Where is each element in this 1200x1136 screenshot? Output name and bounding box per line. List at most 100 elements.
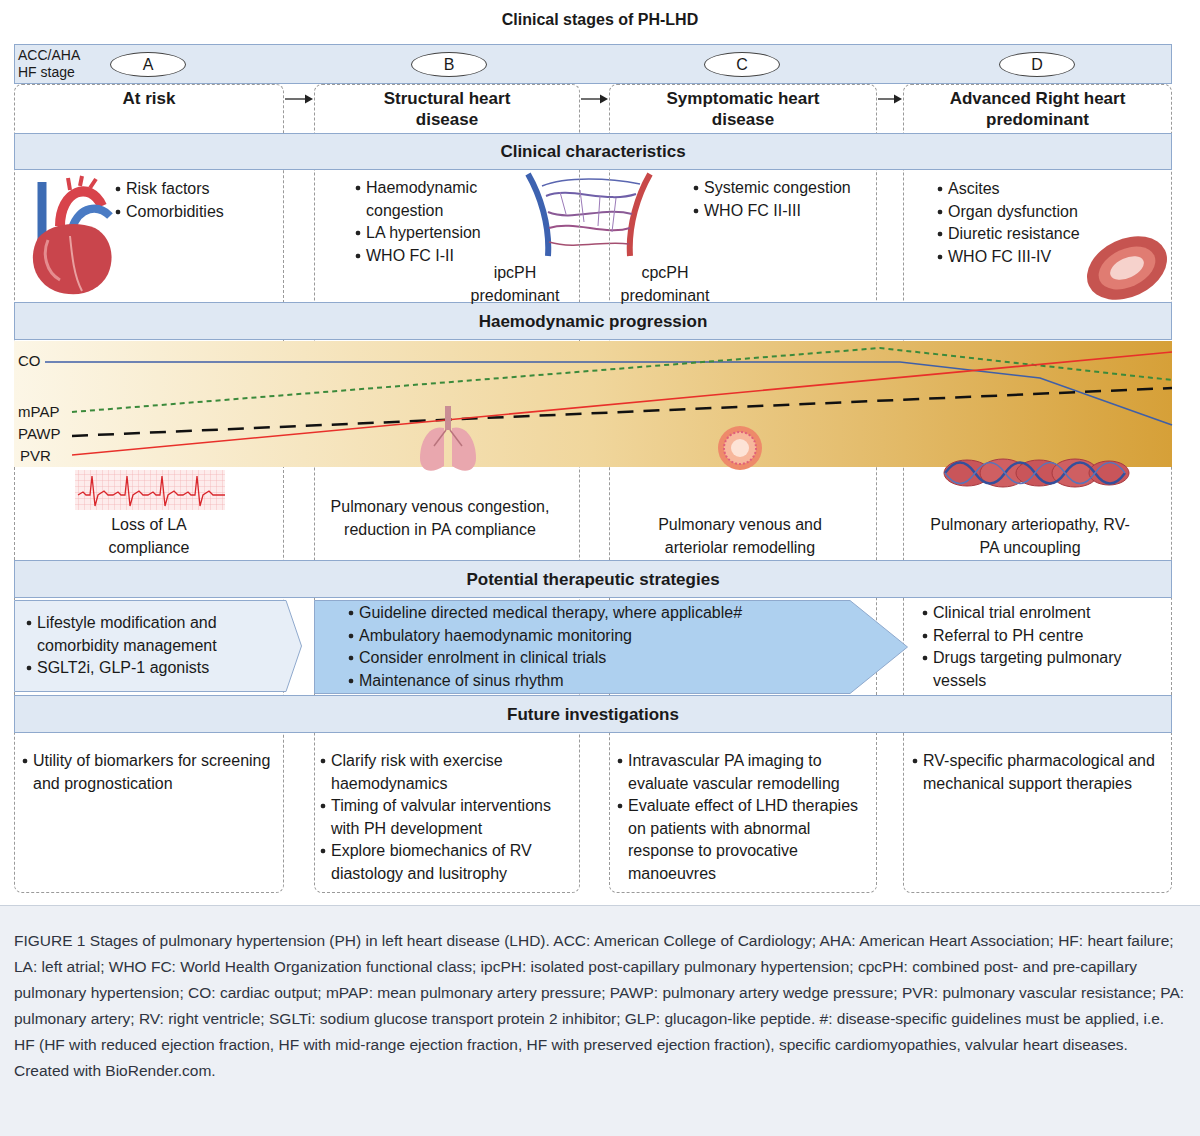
arrow-line <box>581 98 601 99</box>
ecg-strip-icon <box>75 470 225 510</box>
heart-illustration-part <box>33 224 112 294</box>
clinical-bullet: WHO FC II-III <box>693 200 873 223</box>
investigation-bullet: Explore biomechanics of RV diastology an… <box>320 840 576 885</box>
clinical-bullet: WHO FC III-IV <box>937 246 1137 269</box>
investigation-bullet: Evaluate effect of LHD therapies on pati… <box>617 795 873 885</box>
label-group: AscitesOrgan dysfunctionDiuretic resista… <box>937 178 1137 268</box>
label-group: Risk factorsComorbidities <box>115 178 280 223</box>
heart-illustration-part <box>70 236 82 291</box>
label-group: Clarify risk with exercise haemodynamics… <box>320 750 576 885</box>
graph-background-part <box>14 341 1172 467</box>
band-label: ACC/AHA HF stage <box>18 47 94 81</box>
capillary-illustration-part <box>528 174 548 256</box>
graph-curves <box>45 348 1172 455</box>
stage-letter: A <box>143 56 154 74</box>
label-group: ipcPH predominant <box>455 262 575 307</box>
investigation-bullet: RV-specific pharmacological and mechanic… <box>912 750 1168 795</box>
arrow-line <box>285 98 306 99</box>
stage-letter: B <box>444 56 455 74</box>
investigation-bullet: Clarify risk with exercise haemodynamics <box>320 750 576 795</box>
capillary-illustration-part <box>549 226 630 231</box>
phenotype-label: cpcPH predominant <box>605 262 725 307</box>
stage-letter: D <box>1031 56 1043 74</box>
stage-arrow <box>878 95 902 104</box>
ecg-strip-icon-part <box>75 470 225 510</box>
mechanism-caption: Pulmonary venous congestion, reduction i… <box>315 496 565 541</box>
section-title: Clinical characteristics <box>500 141 685 162</box>
label-group: mPAP <box>18 403 70 421</box>
label-group: cpcPH predominant <box>605 262 725 307</box>
therapy-arrow: Guideline directed medical therapy, wher… <box>314 600 908 694</box>
capillary-illustration-part <box>546 193 636 197</box>
stage-arrow <box>285 95 313 104</box>
label-group: CO <box>18 352 58 370</box>
therapy-bullet: Drugs targeting pulmonary vessels <box>922 647 1157 692</box>
arrow-head <box>305 95 313 104</box>
therapy-bullet: Lifestyle modification and comorbidity m… <box>26 612 280 657</box>
section-title: Potential therapeutic strategies <box>466 569 719 590</box>
graph-curves-part <box>72 348 1172 412</box>
stage-letter-ellipse: A <box>110 52 186 77</box>
label-group: Haemodynamic congestionLA hypertensionWH… <box>355 177 520 267</box>
vessel-ring-icon <box>718 426 762 470</box>
therapy-arrow: Lifestyle modification and comorbidity m… <box>14 600 302 692</box>
section-band: Future investigations <box>14 695 1172 733</box>
arteriopathy-icon-part <box>945 463 1125 484</box>
therapy-bullet: Ambulatory haemodynamic monitoring <box>348 625 844 648</box>
therapy-bullet: Clinical trial enrolment <box>922 602 1157 625</box>
arteriopathy-icon-part <box>945 463 1125 484</box>
graph-curves-part <box>72 352 1172 455</box>
label-group: Utility of biomarkers for screening and … <box>22 750 280 795</box>
stage-arrow <box>581 95 608 104</box>
graph-curves-part <box>45 362 1172 425</box>
stage-letter-ellipse: B <box>411 52 487 77</box>
clinical-bullet: Organ dysfunction <box>937 201 1137 224</box>
therapy-bullet: Consider enrolment in clinical trials <box>348 647 844 670</box>
investigation-bullet: Utility of biomarkers for screening and … <box>22 750 280 795</box>
clinical-bullet: Comorbidities <box>115 201 280 224</box>
clinical-bullet: Ascites <box>937 178 1137 201</box>
capillary-illustration-part <box>630 174 650 256</box>
lung-icon <box>420 406 476 471</box>
diagram-title: Clinical stages of PH-LHD <box>0 10 1200 30</box>
stage-title: Advanced Right heart predominant <box>918 88 1158 130</box>
label-group: Loss of LA compliance <box>84 514 214 559</box>
heart-illustration <box>33 176 112 294</box>
therapy-bullet: SGLT2i, GLP-1 agonists <box>26 657 280 680</box>
graph-background <box>14 341 1172 467</box>
vessel-ring-icon-part <box>724 432 756 464</box>
arrow-head <box>600 95 608 104</box>
label-group: Pulmonary arteriopathy, RV-PA uncoupling <box>930 514 1130 559</box>
heart-illustration-part <box>45 240 60 280</box>
arrow-outline <box>15 601 302 692</box>
graph-label: PAWP <box>18 425 70 443</box>
label-group: PVR <box>20 447 70 465</box>
label-group: Systemic congestionWHO FC II-III <box>693 177 873 222</box>
lung-icon-part <box>445 406 451 430</box>
stage-title: Symptomatic heart disease <box>655 88 831 130</box>
stage-letter-ellipse: C <box>704 52 780 77</box>
section-band: Haemodynamic progression <box>14 302 1172 340</box>
stage-letter: C <box>736 56 748 74</box>
section-title: Haemodynamic progression <box>479 311 708 332</box>
graph-label: CO <box>18 352 58 370</box>
ecg-strip-icon-part <box>75 470 225 510</box>
stage-title: Structural heart disease <box>361 88 533 130</box>
clinical-bullet: LA hypertension <box>355 222 520 245</box>
capillary-illustration-part <box>542 179 640 186</box>
label-group: Clinical trial enrolmentReferral to PH c… <box>922 602 1157 692</box>
mechanism-caption: Loss of LA compliance <box>84 514 214 559</box>
section-band: Clinical characteristics <box>14 133 1172 170</box>
label-group: PAWP <box>18 425 70 443</box>
therapy-bullet: Guideline directed medical therapy, wher… <box>348 602 844 625</box>
capillary-illustration-part <box>548 212 632 216</box>
lung-icon-part <box>434 430 462 446</box>
label-group: Pulmonary venous and arteriolar remodell… <box>640 514 840 559</box>
therapy-bullet: Maintenance of sinus rhythm <box>348 670 844 693</box>
label-group: Pulmonary venous congestion, reduction i… <box>315 496 565 541</box>
arrow-outline <box>315 601 908 694</box>
stage-letter-ellipse: D <box>999 52 1075 77</box>
lung-icon-part <box>420 427 444 470</box>
label-group: Intravascular PA imaging to evaluate vas… <box>617 750 873 885</box>
therapy-bullet: Referral to PH centre <box>922 625 1157 648</box>
